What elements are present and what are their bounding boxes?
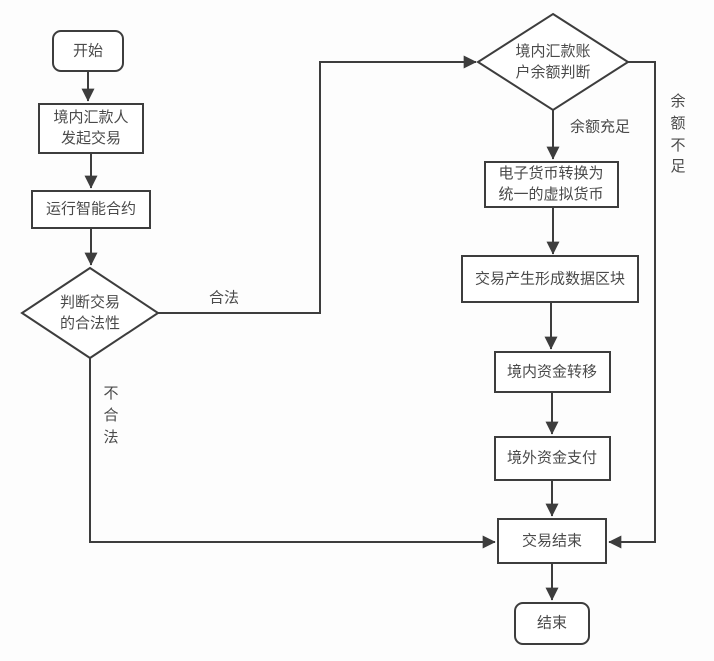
start-node-shape: [52, 30, 124, 72]
initiate-node-label: 境内汇款人 发起交易: [53, 109, 129, 147]
edge-insufficient-path: [608, 61, 656, 549]
start-node-label: 开始: [72, 42, 104, 60]
initiate-node-shape: [38, 103, 144, 154]
domestic-transfer-node-label: 境内资金转移: [506, 363, 598, 381]
end-node-label: 结束: [536, 614, 568, 632]
illegal-edge-label: 不合法: [103, 385, 119, 446]
data-block-node-label: 交易产生形成数据区块: [474, 270, 626, 288]
insufficient-edge-label: 余额不足: [670, 93, 686, 176]
legal-edge-label: 合法: [208, 289, 240, 307]
edge-illegal-path: [89, 357, 496, 549]
convert-node-shape: [484, 161, 619, 208]
judge-legality-diamond-label: 判断交易 的合法性: [59, 294, 121, 332]
judge-legality-diamond-shape: [20, 266, 160, 360]
transaction-end-node-label: 交易结束: [521, 532, 583, 550]
balance-check-diamond-shape: [476, 12, 630, 112]
domestic-transfer-node-shape: [494, 351, 611, 393]
overseas-payment-node-label: 境外资金支付: [506, 449, 598, 467]
overseas-payment-node-shape: [494, 436, 611, 481]
end-node-shape: [514, 602, 590, 645]
edge-legal-path: [158, 55, 477, 314]
data-block-node-shape: [461, 255, 639, 303]
sufficient-edge-label: 余额充足: [569, 118, 631, 136]
contract-node-label: 运行智能合约: [45, 200, 137, 218]
convert-node-label: 电子货币转换为 统一的虚拟货币: [498, 165, 604, 203]
transaction-end-node-shape: [497, 518, 607, 564]
contract-node-shape: [31, 190, 151, 229]
balance-check-diamond-label: 境内汇款账 户余额判断: [515, 43, 591, 81]
